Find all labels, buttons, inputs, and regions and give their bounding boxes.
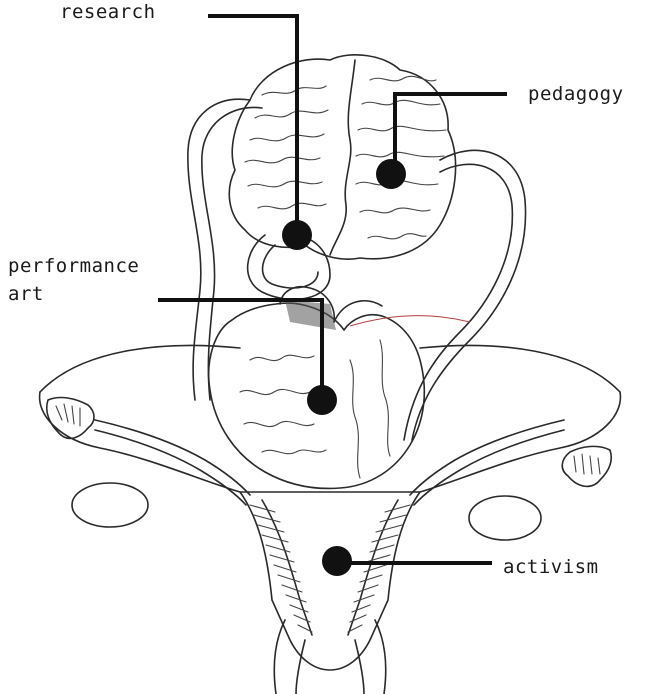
connecting-tubes: [188, 99, 526, 440]
performance-art-marker: [307, 385, 337, 415]
research-leader: [210, 16, 297, 235]
research-marker: [282, 220, 312, 250]
heart-illustration: [209, 287, 470, 489]
performance-art-label-line2: art: [8, 282, 44, 306]
activism-label: activism: [503, 555, 599, 579]
activism-marker: [322, 546, 352, 576]
performance-art-label-line1: performance: [8, 254, 139, 278]
pedagogy-label: pedagogy: [528, 82, 624, 106]
research-label: research: [60, 0, 156, 24]
pedagogy-marker: [376, 159, 406, 189]
brain-illustration: [229, 55, 455, 259]
